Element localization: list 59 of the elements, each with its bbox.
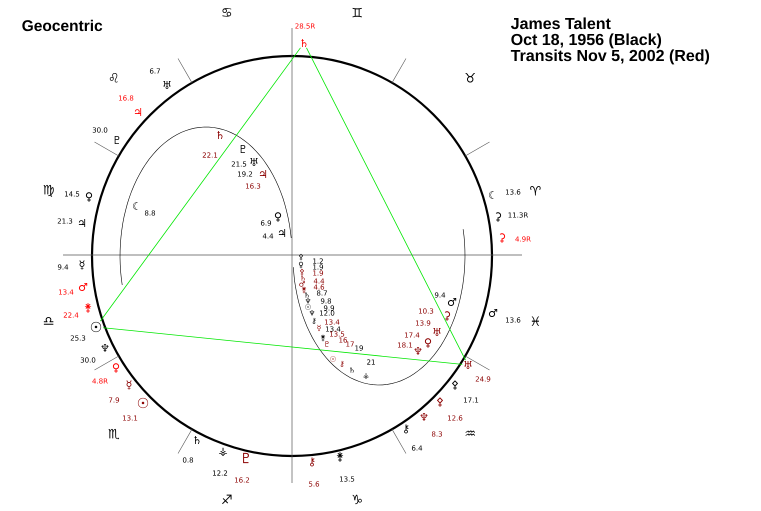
- planet-glyph: ♃: [134, 108, 142, 116]
- planet-glyph: ♆: [420, 412, 428, 421]
- zodiac-sign: ♏: [108, 428, 120, 440]
- planet-glyph: ♇: [240, 144, 246, 154]
- planet-glyph: ⚳: [496, 212, 502, 222]
- planet-glyph: ⚳: [444, 311, 450, 321]
- planet-glyph: ⚵: [336, 452, 344, 462]
- zodiac-sign: ♈: [530, 186, 541, 196]
- planet-glyph: ♂: [78, 282, 88, 292]
- planet-glyph: ♅: [464, 360, 472, 369]
- planet-glyph: ⚳: [500, 233, 506, 243]
- planet-glyph: ♅: [433, 328, 441, 336]
- planet-glyph: ☿: [126, 380, 132, 390]
- planet-glyph: ♆: [414, 346, 422, 355]
- zodiac-sign: ♌: [110, 73, 118, 83]
- planet-glyph: ⚷: [310, 458, 315, 466]
- aspect-line: [100, 47, 301, 322]
- planet-glyph: ♀: [86, 192, 92, 202]
- planet-glyph: ♄: [217, 130, 222, 140]
- zodiac-sign: ♒: [466, 430, 475, 436]
- header-text: James Talent: [510, 17, 611, 30]
- planet-glyph: ♄: [301, 38, 306, 48]
- planet-glyph: ♇: [114, 136, 120, 144]
- zodiac-sign: ♑: [352, 494, 362, 504]
- zodiac-sign: ♊: [352, 8, 362, 18]
- title: Geocentric: [22, 20, 102, 32]
- zodiac-sign: ♐: [222, 494, 232, 504]
- planet-glyph: ♃: [78, 218, 86, 228]
- aspect-line: [306, 47, 466, 361]
- aspect-line: [102, 327, 463, 365]
- planet-glyph: ♇: [243, 452, 249, 464]
- planet-glyph: ♃: [260, 170, 266, 178]
- planet-glyph: ♀: [112, 363, 120, 373]
- zodiac-sign: ♓: [532, 316, 540, 326]
- planet-glyph: ☉: [138, 398, 148, 408]
- planet-glyph: ☾: [488, 190, 494, 200]
- planet-glyph: ⚶: [218, 448, 228, 456]
- zodiac-sign: ♎: [44, 316, 54, 325]
- planet-glyph: ⚴: [436, 397, 444, 407]
- planet-glyph: ⚷: [404, 424, 409, 434]
- zodiac-sign: ♍: [43, 184, 54, 197]
- planet-glyph: ☉: [90, 322, 102, 332]
- planet-glyph: ♂: [488, 308, 498, 318]
- planet-glyph: ♄: [194, 436, 200, 444]
- header-text: Transits Nov 5, 2002 (Red): [510, 49, 710, 64]
- planet-glyph: ⚴: [452, 380, 458, 390]
- zodiac-sign: ♉: [466, 73, 475, 83]
- planet-glyph: ♅: [250, 158, 258, 166]
- planet-glyph: ☾: [132, 202, 138, 210]
- planet-glyph: ♂: [448, 298, 456, 306]
- planet-glyph: ☿: [80, 260, 84, 270]
- planet-glyph: ♀: [274, 212, 282, 222]
- header-text: Oct 18, 1956 (Black): [511, 33, 662, 48]
- planet-glyph: ⚵: [84, 303, 92, 313]
- zodiac-sign: ♋: [222, 8, 232, 17]
- planet-glyph: ♀: [424, 338, 432, 348]
- planet-glyph: ♅: [163, 80, 171, 90]
- planet-glyph: ♆: [101, 344, 109, 352]
- planet-glyph: ♃: [278, 228, 286, 238]
